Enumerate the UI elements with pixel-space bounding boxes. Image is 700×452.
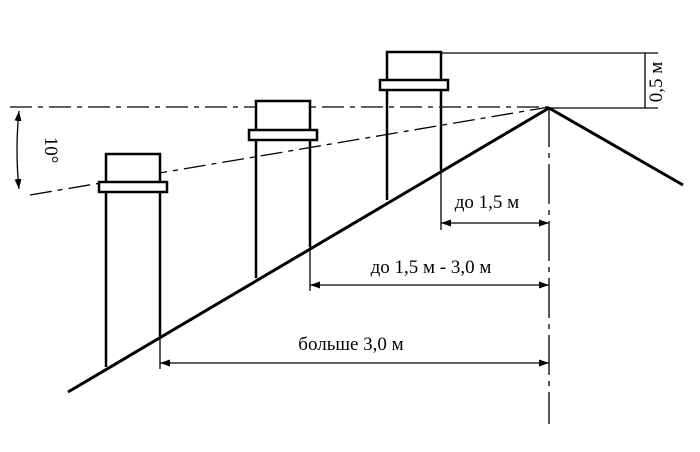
height-label: 0,5 м bbox=[646, 62, 667, 103]
distance-dimension-3: больше 3,0 м bbox=[159, 334, 549, 369]
chimney-near bbox=[378, 50, 450, 200]
distance-label-1: до 1,5 м bbox=[455, 192, 519, 213]
roof-right-slope bbox=[548, 106, 684, 187]
chimney-middle bbox=[247, 99, 319, 278]
angle-arc bbox=[14, 110, 22, 190]
angle-label: 10° bbox=[40, 137, 61, 164]
roof bbox=[67, 106, 684, 394]
distance-dimension-1: до 1,5 м bbox=[440, 170, 549, 230]
angle-dimension: 10° bbox=[14, 110, 61, 190]
distance-label-2: до 1,5 м - 3,0 м bbox=[371, 257, 492, 278]
distance-dimension-2: до 1,5 м - 3,0 м bbox=[309, 247, 549, 291]
height-dimension: 0,5 м bbox=[441, 52, 667, 109]
roof-left-slope bbox=[67, 106, 550, 394]
distance-label-3: больше 3,0 м bbox=[298, 334, 403, 355]
chimney-far bbox=[97, 152, 169, 367]
